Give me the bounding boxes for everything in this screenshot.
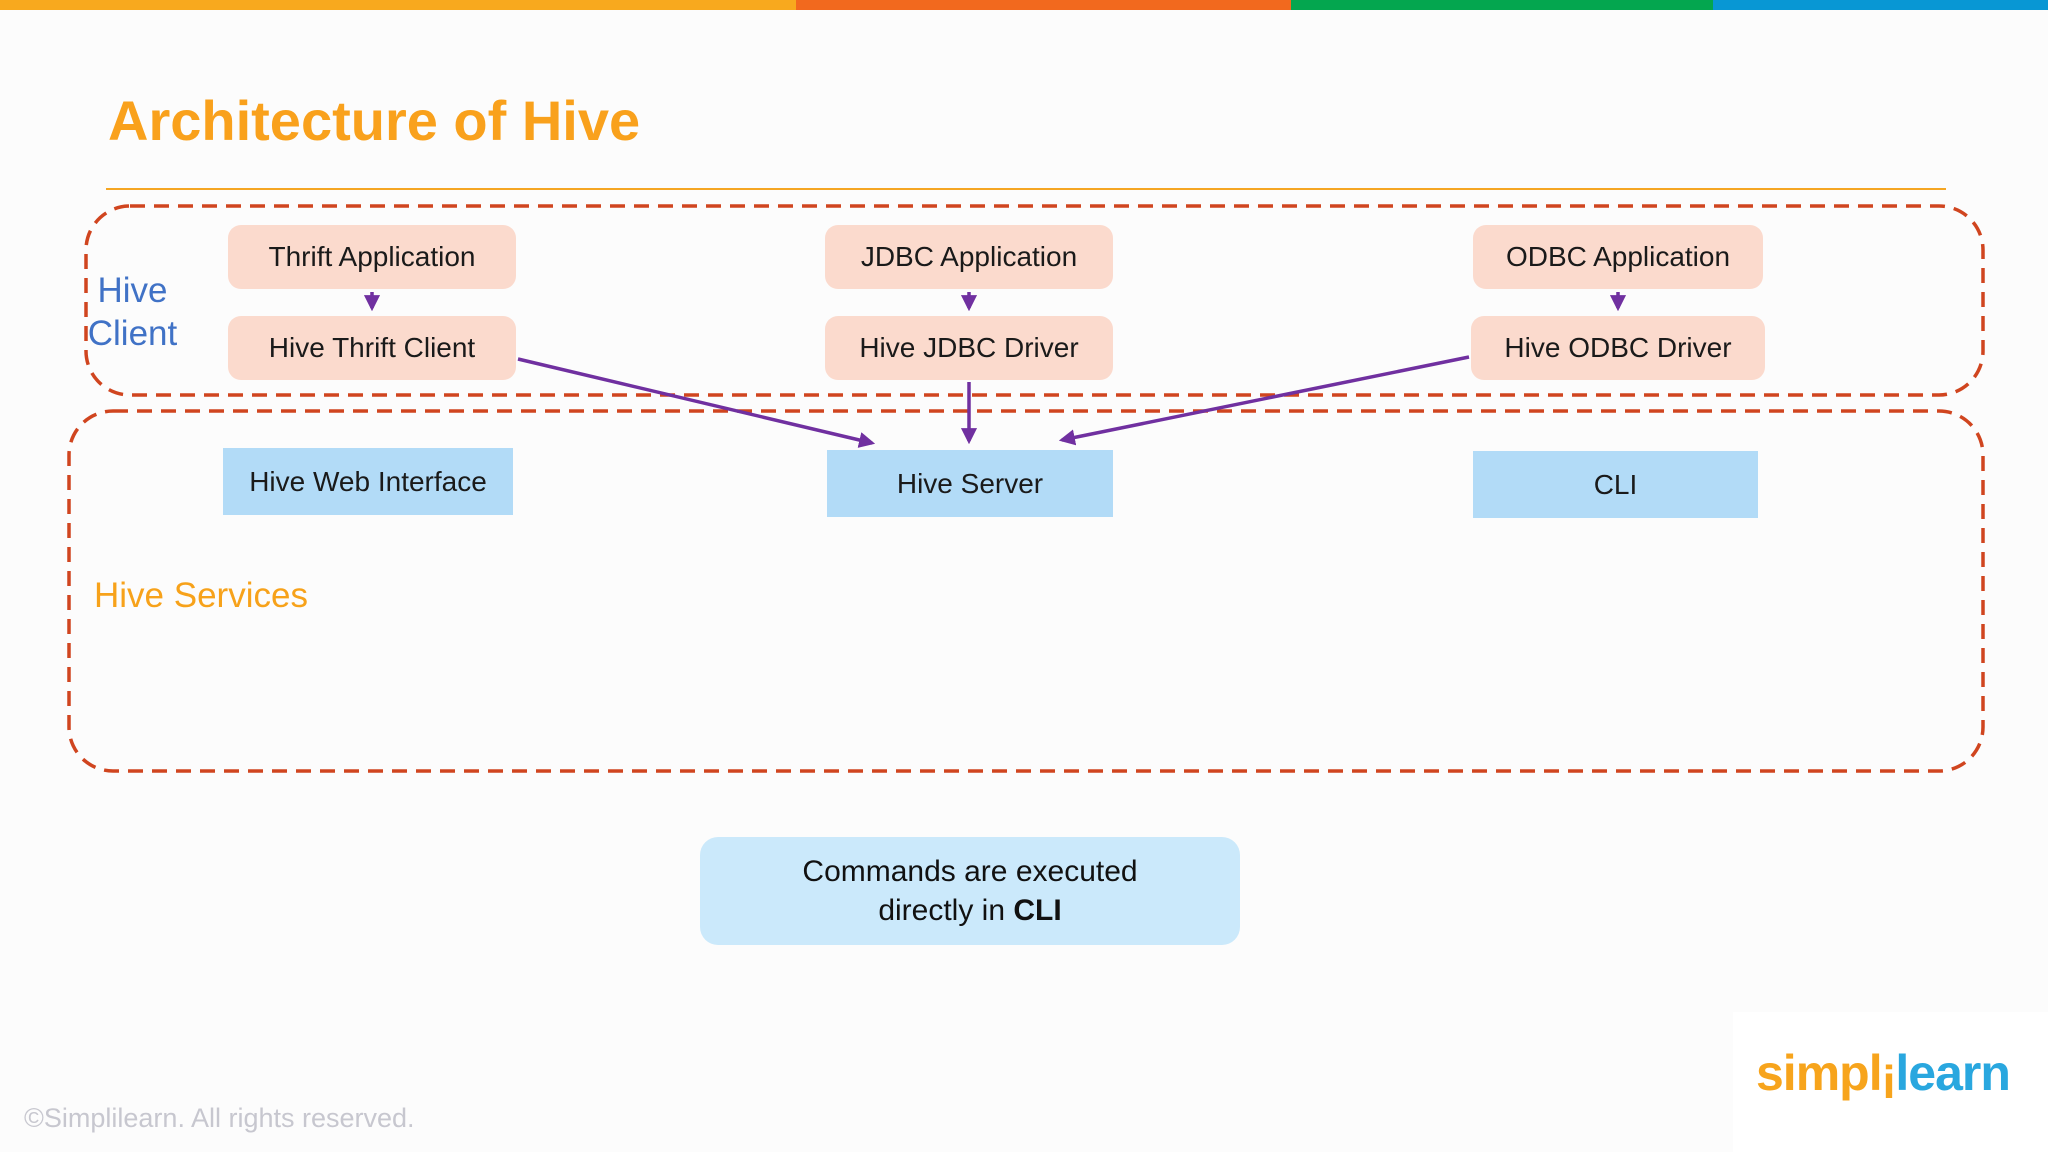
- callout-line2: directly in CLI: [878, 891, 1061, 930]
- hive-client-label: Hive Client: [87, 271, 178, 353]
- box-hive-thrift-client: Hive Thrift Client: [228, 316, 516, 380]
- logo-background-patch: [1733, 1012, 2048, 1152]
- box-hive-odbc-driver: Hive ODBC Driver: [1471, 316, 1765, 380]
- brand-bar-segment-blue: [1713, 0, 2048, 10]
- brand-bar-segment-amber: [0, 0, 797, 10]
- arrow-odbc-driver-to-hive-server: [1058, 355, 1470, 446]
- callout-line2-text: directly in: [878, 894, 1014, 927]
- logo-text-simpl: simpl: [1756, 1045, 1883, 1101]
- callout-line1: Commands are executed: [802, 855, 1138, 888]
- box-jdbc-application: JDBC Application: [825, 225, 1113, 289]
- box-odbc-application: ODBC Application: [1473, 225, 1763, 289]
- title-divider: [106, 188, 1946, 190]
- simplilearn-logo: simplilearn: [1756, 1044, 2011, 1108]
- arrow-thrift-client-to-hive-server: [517, 357, 876, 448]
- box-thrift-application: Thrift Application: [228, 225, 516, 289]
- brand-bar-segment-orange: [796, 0, 1292, 10]
- logo-text-i: i: [1882, 1055, 1896, 1108]
- brand-bar: [0, 0, 2048, 10]
- box-hive-jdbc-driver: Hive JDBC Driver: [825, 316, 1113, 380]
- copyright-text: ©Simplilearn. All rights reserved.: [24, 1103, 415, 1133]
- box-hive-web-interface: Hive Web Interface: [223, 448, 513, 515]
- callout-line2-bold: CLI: [1013, 894, 1062, 927]
- brand-bar-segment-green: [1291, 0, 1714, 10]
- callout-box: Commands are executed directly in CLI: [700, 837, 1240, 945]
- box-cli: CLI: [1473, 451, 1758, 518]
- logo-text-learn: learn: [1895, 1045, 2011, 1101]
- hive-services-dashed-border: [67, 409, 1985, 773]
- hive-client-dashed-border: [84, 204, 1985, 397]
- page-title: Architecture of Hive: [108, 89, 641, 152]
- hive-services-label: Hive Services: [94, 576, 308, 615]
- box-hive-server: Hive Server: [827, 450, 1113, 517]
